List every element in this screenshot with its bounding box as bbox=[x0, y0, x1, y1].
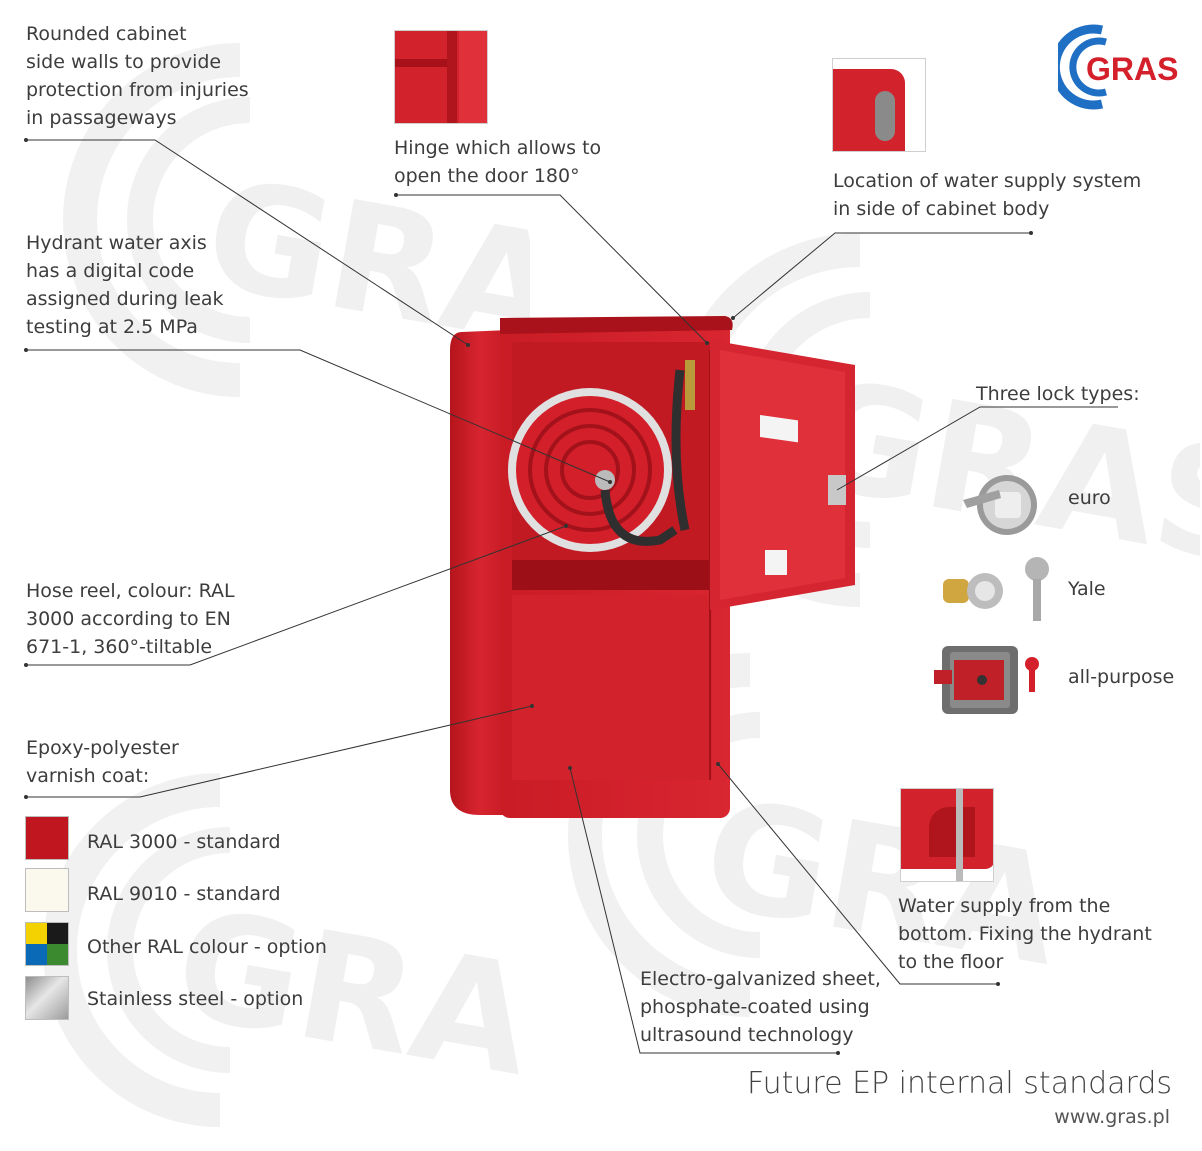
page-title: Future EP internal standards bbox=[747, 1066, 1172, 1101]
callout-sheet: Electro-galvanized sheet, phosphate-coat… bbox=[640, 965, 881, 1049]
callout-line: side walls to provide bbox=[26, 51, 222, 73]
gras-logo: GRAS bbox=[1058, 24, 1178, 110]
logo-text: GRAS bbox=[1086, 51, 1178, 87]
callout-line: open the door 180° bbox=[394, 165, 580, 187]
callout-line: Electro-galvanized sheet, bbox=[640, 968, 881, 990]
all-purpose-lock-icon bbox=[934, 646, 1039, 714]
callout-side-walls: Rounded cabinet side walls to provide pr… bbox=[26, 20, 249, 132]
callout-line: protection from injuries bbox=[26, 79, 249, 101]
callout-hose-reel: Hose reel, colour: RAL 3000 according to… bbox=[26, 577, 235, 661]
swatch-quadrant bbox=[26, 944, 47, 965]
callout-hinge: Hinge which allows to open the door 180° bbox=[394, 134, 601, 190]
swatch-ral-9010 bbox=[25, 868, 69, 912]
swatch-quadrant bbox=[26, 923, 47, 944]
callout-line: Water supply from the bbox=[898, 895, 1111, 917]
callout-line: Epoxy-polyester bbox=[26, 737, 179, 759]
callout-line: Hose reel, colour: RAL bbox=[26, 580, 235, 602]
callout-line: 3000 according to EN bbox=[26, 608, 231, 630]
water-supply-bottom-thumbnail bbox=[900, 788, 994, 882]
callout-water-supply-side: Location of water supply system in side … bbox=[833, 167, 1141, 223]
hinge-thumbnail bbox=[394, 30, 488, 124]
callout-line: phosphate-coated using bbox=[640, 996, 870, 1018]
swatch-ral-3000 bbox=[25, 816, 69, 860]
callout-line: in side of cabinet body bbox=[833, 198, 1050, 220]
callout-line: in passageways bbox=[26, 107, 177, 129]
callout-line: has a digital code bbox=[26, 260, 195, 282]
callout-line: varnish coat: bbox=[26, 765, 150, 787]
callout-line: assigned during leak bbox=[26, 288, 224, 310]
swatch-label-other-ral: Other RAL colour - option bbox=[87, 936, 327, 958]
callout-line: ultrasound technology bbox=[640, 1024, 854, 1046]
swatch-label-ral-9010: RAL 9010 - standard bbox=[87, 883, 281, 905]
callout-line: Hinge which allows to bbox=[394, 137, 602, 159]
callout-varnish: Epoxy-polyester varnish coat: bbox=[26, 734, 179, 790]
swatch-other-ral bbox=[25, 922, 69, 966]
callout-water-axis: Hydrant water axis has a digital code as… bbox=[26, 229, 224, 341]
swatch-quadrant bbox=[47, 923, 68, 944]
lock-label-yale: Yale bbox=[1068, 578, 1106, 600]
callout-line: bottom. Fixing the hydrant bbox=[898, 923, 1152, 945]
website-url: www.gras.pl bbox=[1054, 1106, 1170, 1128]
callout-line: Hydrant water axis bbox=[26, 232, 207, 254]
lock-label-all-purpose: all-purpose bbox=[1068, 666, 1175, 688]
swatch-label-ral-3000: RAL 3000 - standard bbox=[87, 831, 281, 853]
gras-watermark-top: GRAS bbox=[63, 43, 530, 399]
gras-watermark-bottom-left: GRAS bbox=[43, 773, 530, 1129]
yale-lock-icon bbox=[943, 557, 1049, 621]
callout-line: testing at 2.5 MPa bbox=[26, 316, 198, 338]
callout-lock-types: Three lock types: bbox=[976, 383, 1140, 405]
callout-line: Location of water supply system bbox=[833, 170, 1142, 192]
callout-line: to the floor bbox=[898, 951, 1004, 973]
swatch-label-stainless-steel: Stainless steel - option bbox=[87, 988, 304, 1010]
callout-line: 671-1, 360°-tiltable bbox=[26, 636, 213, 658]
lock-label-euro: euro bbox=[1068, 487, 1111, 509]
callout-line: Rounded cabinet bbox=[26, 23, 187, 45]
callout-water-supply-bottom: Water supply from the bottom. Fixing the… bbox=[898, 892, 1152, 976]
water-supply-side-thumbnail bbox=[832, 58, 926, 152]
swatch-stainless-steel bbox=[25, 976, 69, 1020]
euro-lock-icon bbox=[963, 475, 1037, 535]
swatch-quadrant bbox=[47, 944, 68, 965]
